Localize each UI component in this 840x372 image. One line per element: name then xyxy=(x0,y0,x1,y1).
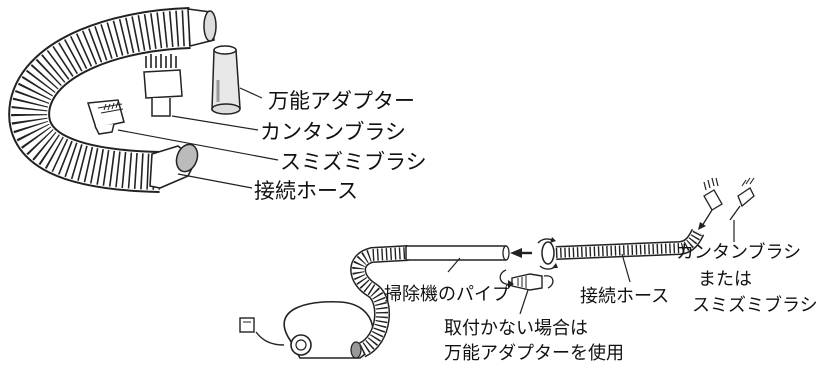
leader-lines-bottom xyxy=(447,220,735,315)
label-kantan-brush: カンタンブラシ xyxy=(260,120,406,144)
leader-lines-top xyxy=(117,87,279,189)
note-line-1: 取付かない場合は xyxy=(444,318,588,339)
power-cord xyxy=(239,317,285,346)
brushes-lower xyxy=(698,177,755,230)
adapter-illustration xyxy=(211,45,241,115)
flex-hose xyxy=(8,7,191,193)
hose-connector xyxy=(537,237,558,270)
hose-top-cuff xyxy=(187,8,217,48)
kantan-brush-illustration xyxy=(143,54,183,117)
label-connection-hose-lower: 接続ホース xyxy=(580,286,670,307)
vacuum-hose xyxy=(350,245,409,358)
label-brush-option-1: カンタンブラシ xyxy=(676,242,802,263)
label-connection-hose: 接続ホース xyxy=(254,179,358,203)
label-brush-or: または xyxy=(698,269,752,290)
vacuum-body xyxy=(283,300,374,359)
sumizumi-brush-illustration xyxy=(87,99,125,135)
note-line-2: 万能アダプターを使用 xyxy=(444,343,624,364)
insert-arrow xyxy=(510,248,532,258)
hose-nozzle xyxy=(149,143,199,189)
label-sumizumi-brush: スミズミブラシ xyxy=(280,150,427,174)
small-adapter-illustration xyxy=(499,269,554,291)
vacuum-pipe xyxy=(405,245,510,261)
connection-hose-lower xyxy=(555,228,705,260)
label-universal-adapter: 万能アダプター xyxy=(268,89,415,113)
label-vacuum-pipe: 掃除機のパイプ xyxy=(384,284,510,305)
label-brush-option-2: スミズミブラシ xyxy=(692,295,818,316)
